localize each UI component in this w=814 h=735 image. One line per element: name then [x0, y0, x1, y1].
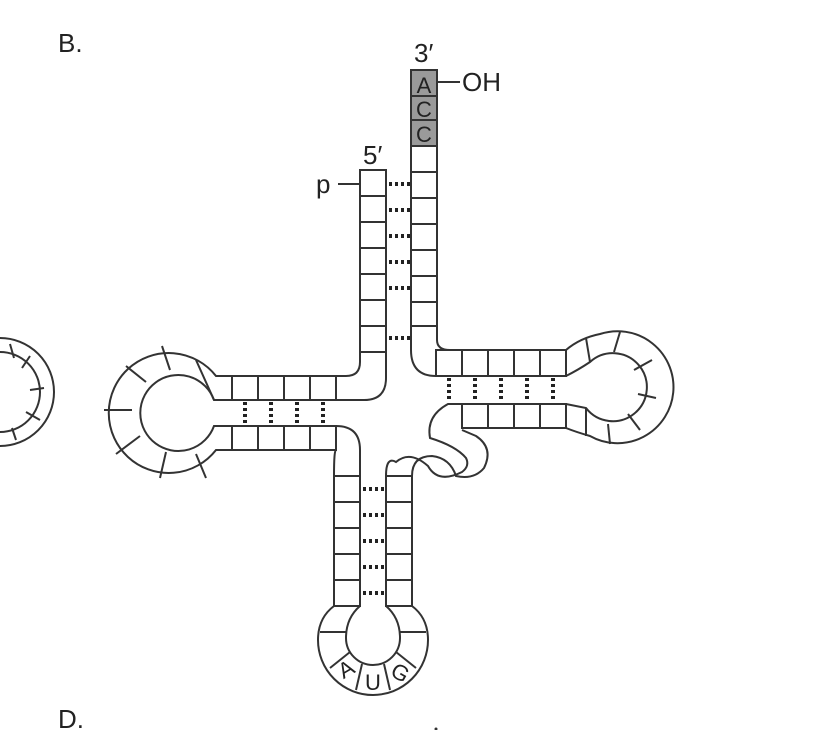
acceptor-base-label-1: A: [417, 73, 432, 98]
d-arm: [104, 345, 387, 479]
three-prime-label: 3′: [414, 38, 433, 68]
acceptor-base-c1: [410, 95, 438, 121]
hydroxyl-label: OH: [462, 67, 501, 97]
phosphate-label: p: [316, 169, 330, 199]
acceptor-base-c2: [410, 119, 438, 147]
five-prime-label: 5′: [363, 140, 382, 170]
panel-label-d: D.: [58, 704, 84, 730]
t-arm: [410, 326, 675, 445]
variable-loop: [385, 403, 489, 478]
panel-label-b: B.: [58, 28, 83, 58]
acceptor-stem: A C C: [359, 69, 438, 353]
anticodon-arm: A U G: [316, 425, 430, 696]
partial-neighbor-loop: [0, 337, 55, 447]
anticodon-base-2: U: [365, 670, 381, 695]
acceptor-base-label-3: C: [416, 122, 432, 147]
acceptor-base-label-2: C: [416, 97, 432, 122]
